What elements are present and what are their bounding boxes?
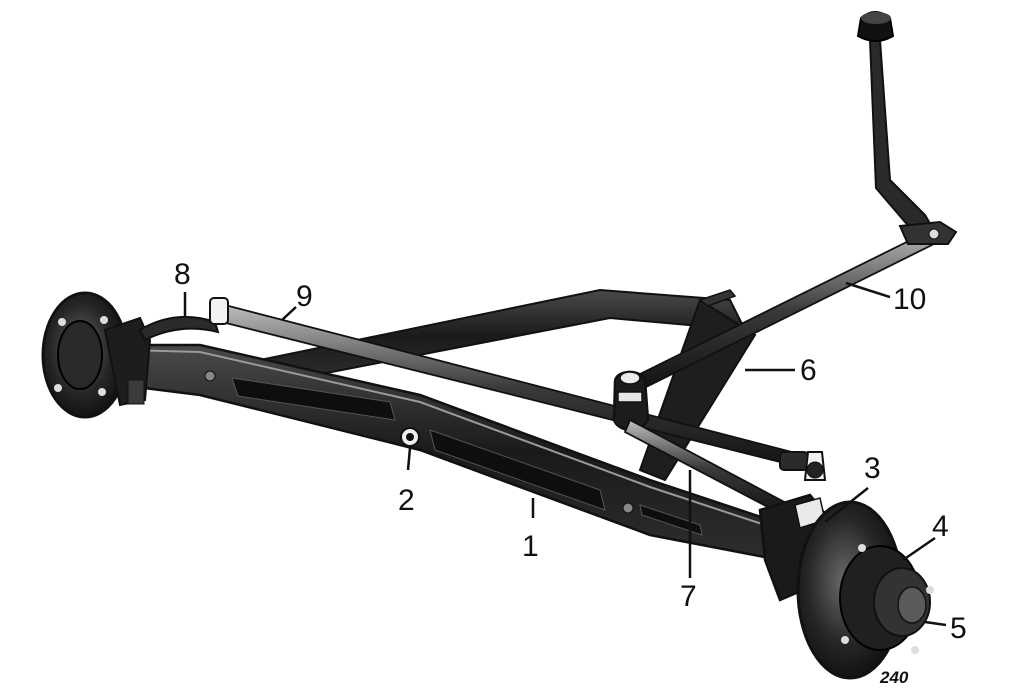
callout-10: 10 xyxy=(893,283,926,316)
leader-lines xyxy=(183,281,947,627)
leader-3 xyxy=(824,487,869,523)
right-wheel-hub xyxy=(796,500,934,680)
callout-labels: 1 2 3 4 5 6 7 8 9 10 xyxy=(174,258,967,645)
callout-3: 3 xyxy=(864,452,881,485)
leader-4 xyxy=(902,536,936,562)
leader-10 xyxy=(845,281,891,299)
front-axle-beam xyxy=(118,343,782,562)
callout-6: 6 xyxy=(800,354,817,387)
callout-1: 1 xyxy=(522,530,539,563)
leader-9 xyxy=(281,306,297,321)
leader-5 xyxy=(924,620,947,627)
callout-8: 8 xyxy=(174,258,191,291)
relay-lever xyxy=(612,370,650,431)
figure-number: 240 xyxy=(879,668,909,687)
left-wheel-hub xyxy=(41,291,152,419)
left-steering-arm xyxy=(138,315,220,342)
callout-2: 2 xyxy=(398,484,415,517)
steering-column xyxy=(856,11,958,245)
callout-7: 7 xyxy=(680,580,697,613)
leader-2 xyxy=(406,447,412,471)
callout-4: 4 xyxy=(932,510,949,543)
callout-9: 9 xyxy=(296,280,313,313)
callout-5: 5 xyxy=(950,612,967,645)
